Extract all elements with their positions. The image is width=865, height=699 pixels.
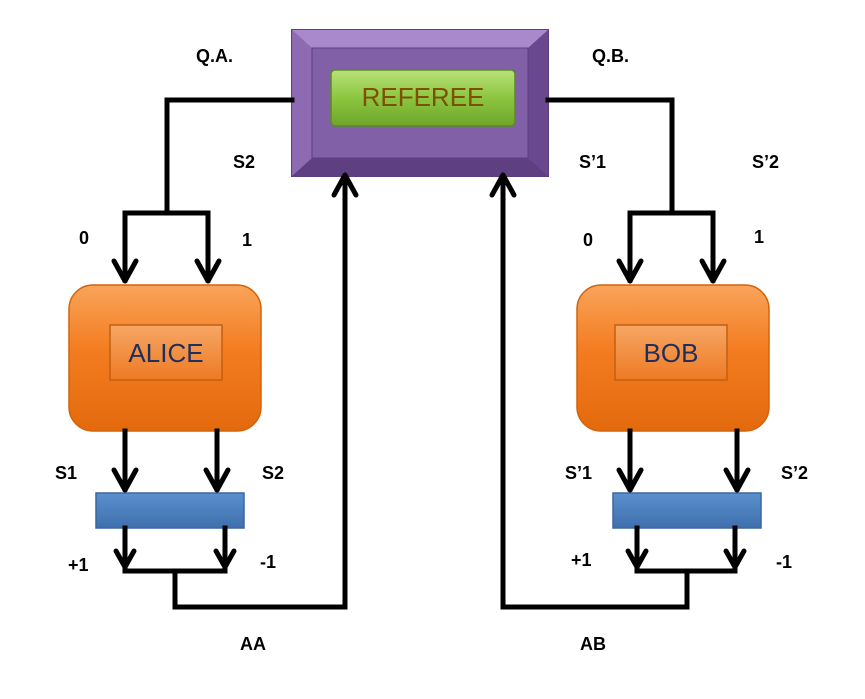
- question-b-wire: [545, 97, 716, 283]
- alice-output-wires: [122, 428, 220, 492]
- question-a-label: Q.A.: [196, 46, 233, 66]
- bob-input-1-arrow-head: [699, 258, 727, 284]
- alice-output-s2-arrow-head: [203, 467, 231, 493]
- bob-setting-2-label: S’2: [752, 152, 779, 172]
- bob-output-s2-arrow-head: [723, 467, 751, 493]
- alice-setting-label: S2: [233, 152, 255, 172]
- alice-result-wires: [122, 177, 348, 610]
- referee-box: REFEREE: [291, 29, 549, 177]
- bob-result-wires: [500, 177, 738, 610]
- bob-result-minus-label: -1: [776, 552, 792, 572]
- answer-aa-arrow-head: [331, 172, 359, 198]
- alice-input-1-label: 1: [242, 230, 252, 250]
- bob-setting-1-label: S’1: [579, 152, 606, 172]
- alice-output-s1-arrow-head: [111, 467, 139, 493]
- bob-input-0-label: 0: [583, 230, 593, 250]
- bob-box: BOB: [576, 284, 770, 432]
- answer-aa-label: AA: [240, 634, 266, 654]
- question-a-wire: [122, 97, 295, 283]
- alice-result-plus-label: +1: [68, 555, 89, 575]
- alice-box: ALICE: [68, 284, 262, 432]
- bob-measurement-bar: [612, 492, 762, 529]
- alice-output-s2-label: S2: [262, 463, 284, 483]
- referee-label: REFEREE: [362, 82, 485, 112]
- answer-ab-label: AB: [580, 634, 606, 654]
- alice-minus-arrow-head: [213, 548, 237, 570]
- question-b-label: Q.B.: [592, 46, 629, 66]
- bob-plus-arrow-head: [625, 548, 649, 570]
- alice-label: ALICE: [128, 338, 203, 368]
- bob-output-s2-label: S’2: [781, 463, 808, 483]
- alice-input-0-arrow-head: [111, 258, 139, 284]
- bob-output-wires: [627, 428, 740, 492]
- bob-output-s1-label: S’1: [565, 463, 592, 483]
- answer-ab-arrow-head: [489, 172, 517, 198]
- bob-label: BOB: [644, 338, 699, 368]
- alice-output-s1-label: S1: [55, 463, 77, 483]
- bob-output-s1-arrow-head: [616, 467, 644, 493]
- bob-input-1-label: 1: [754, 227, 764, 247]
- bob-result-plus-label: +1: [571, 550, 592, 570]
- bob-input-0-arrow-head: [616, 258, 644, 284]
- alice-input-0-label: 0: [79, 228, 89, 248]
- bob-minus-arrow-head: [723, 548, 747, 570]
- alice-measurement-bar: [95, 492, 245, 529]
- alice-plus-arrow-head: [113, 548, 137, 570]
- alice-input-1-arrow-head: [194, 258, 222, 284]
- alice-result-minus-label: -1: [260, 552, 276, 572]
